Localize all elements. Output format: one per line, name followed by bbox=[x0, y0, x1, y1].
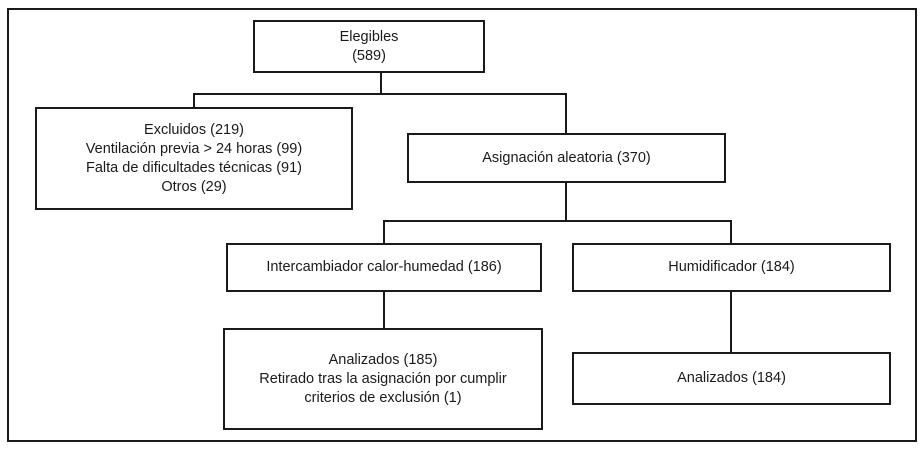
connector-analizados-hum-down bbox=[730, 290, 732, 354]
flow-node-analizados-humidificador: Analizados (184) bbox=[572, 352, 891, 405]
node-text-line: Analizados (185) bbox=[328, 351, 438, 368]
flow-node-elegibles: Elegibles (589) bbox=[253, 20, 485, 73]
connector-intercambiador-down bbox=[383, 220, 385, 245]
connector-elegibles-down bbox=[380, 73, 382, 95]
node-text-line: Asignación aleatoria (370) bbox=[482, 149, 651, 166]
node-text-line: Otros (29) bbox=[161, 178, 227, 195]
node-text-line: Analizados (184) bbox=[677, 370, 786, 386]
node-text-line: Intercambiador calor-humedad (186) bbox=[266, 259, 502, 275]
connector-branch1-horizontal bbox=[193, 93, 567, 95]
connector-humidificador-down bbox=[730, 220, 732, 245]
node-text-line: Elegibles bbox=[339, 28, 399, 45]
flow-node-humidificador: Humidificador (184) bbox=[572, 243, 891, 292]
connector-branch2-horizontal bbox=[383, 220, 732, 222]
flow-node-analizados-intercambiador: Analizados (185) Retirado tras la asigna… bbox=[223, 328, 543, 430]
flow-node-excluidos: Excluidos (219) Ventilación previa > 24 … bbox=[35, 107, 353, 210]
node-text-line: (589) bbox=[352, 47, 386, 64]
node-text-line: criterios de exclusión (1) bbox=[304, 389, 462, 406]
connector-asignacion-out bbox=[565, 181, 567, 222]
connector-excluidos-down bbox=[193, 93, 195, 109]
connector-analizados-ich-down bbox=[383, 290, 385, 330]
node-text-line: Excluidos (219) bbox=[144, 121, 244, 138]
node-text-line: Ventilación previa > 24 horas (99) bbox=[85, 140, 303, 157]
node-text-line: Falta de dificultades técnicas (91) bbox=[86, 159, 302, 176]
node-text-line: Humidificador (184) bbox=[668, 259, 795, 275]
flow-node-asignacion-aleatoria: Asignación aleatoria (370) bbox=[407, 133, 726, 183]
flow-node-intercambiador: Intercambiador calor-humedad (186) bbox=[226, 243, 542, 292]
connector-asignacion-down bbox=[565, 93, 567, 135]
node-text-line: Retirado tras la asignación por cumplir bbox=[259, 370, 507, 387]
